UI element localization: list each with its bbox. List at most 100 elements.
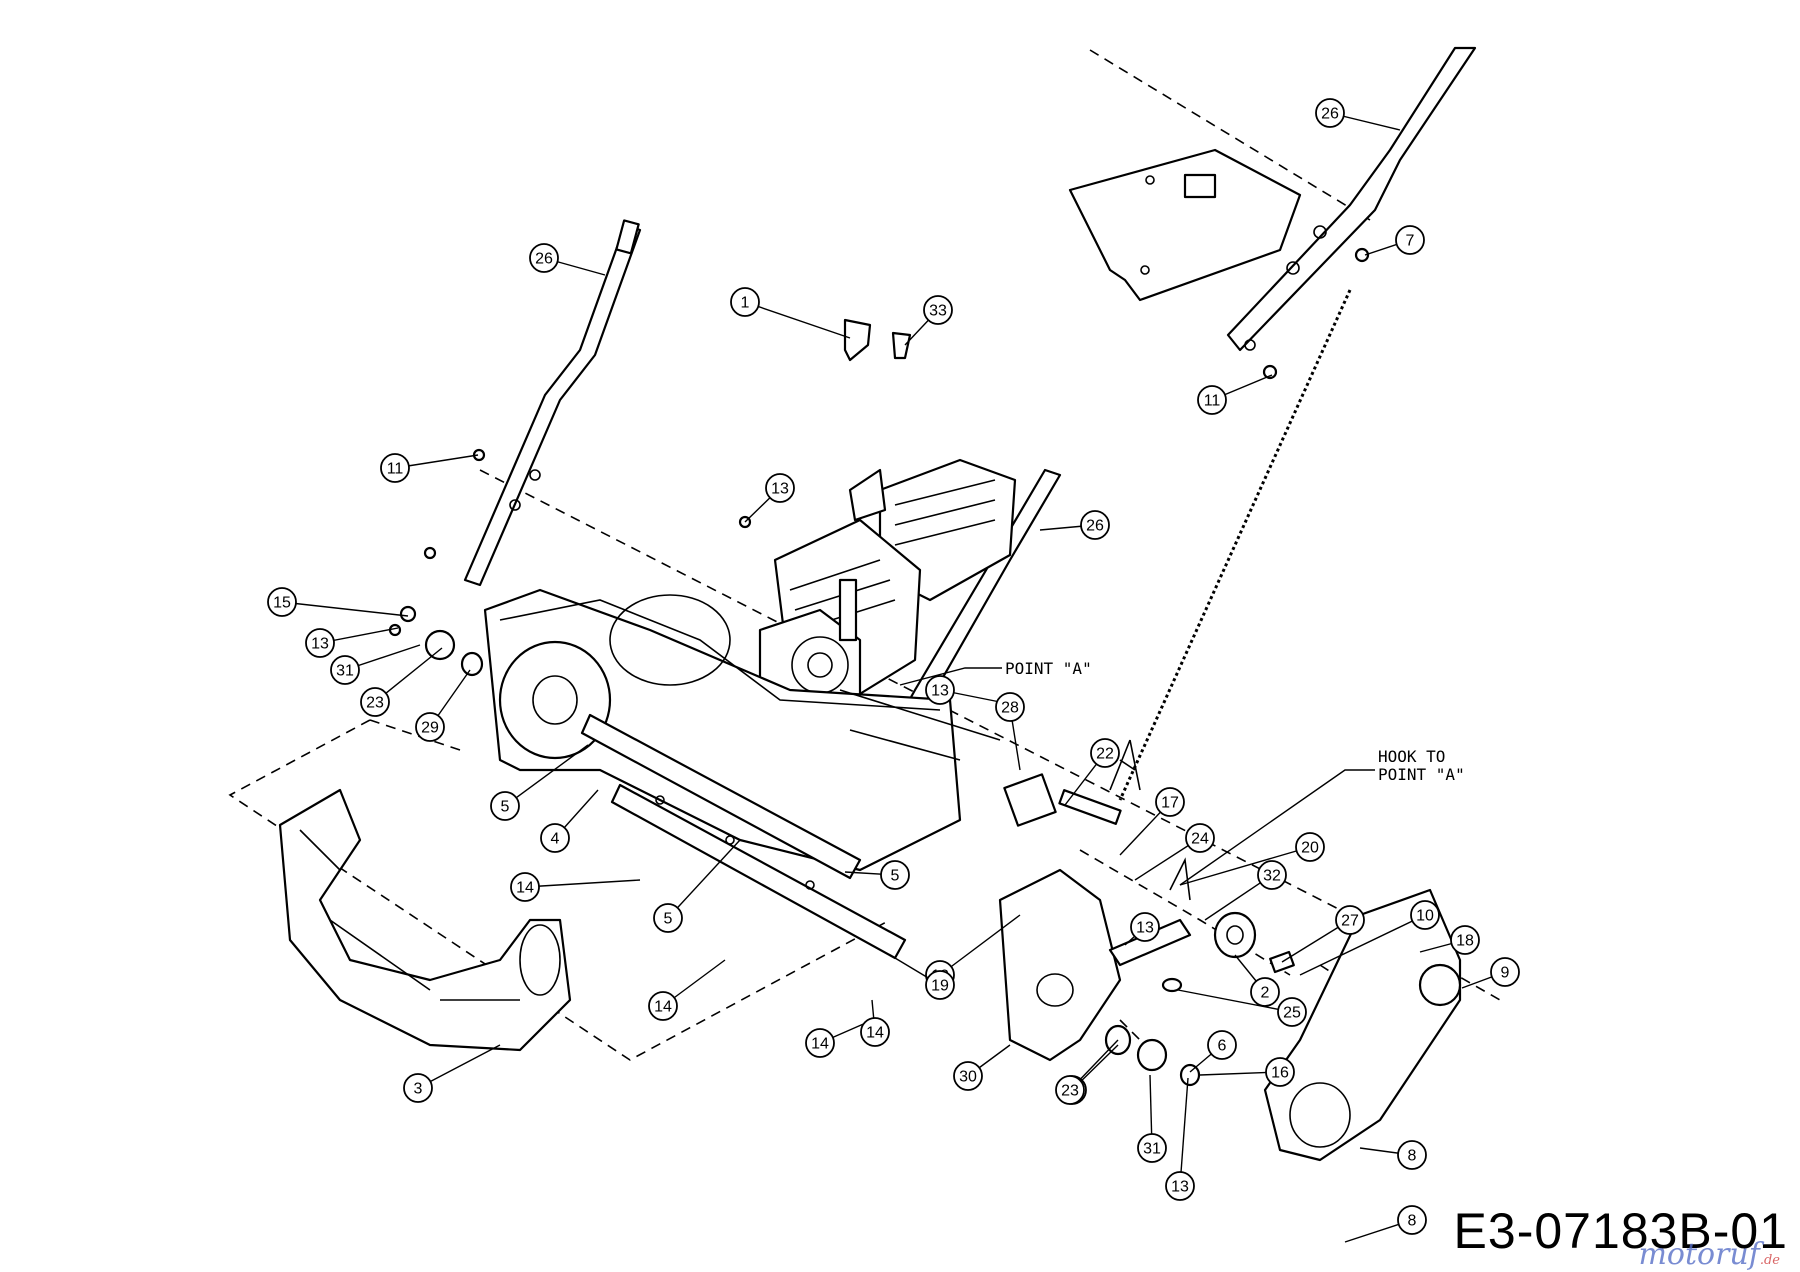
- notes: POINT "A" HOOK TO POINT "A": [899, 659, 1465, 886]
- callout-13: 13: [1124, 912, 1160, 946]
- callout-circle: [510, 872, 540, 902]
- callout-circle: [995, 692, 1025, 722]
- callout-15: 15: [267, 587, 409, 617]
- callout-number: 5: [891, 868, 900, 885]
- callout-circle: [648, 991, 678, 1021]
- watermark-logo: motoruf.de: [1638, 1237, 1780, 1272]
- callout-number: 20: [1301, 840, 1319, 857]
- callout-11: 11: [380, 453, 479, 483]
- callout-20: 20: [1179, 832, 1325, 886]
- hook-note-line1: HOOK TO: [1378, 747, 1445, 766]
- callout-number: 23: [366, 695, 384, 712]
- callout-number: 5: [664, 911, 673, 928]
- callout-circle: [765, 473, 795, 503]
- callout-16: 16: [1199, 1057, 1295, 1087]
- callout-32: 32: [1204, 860, 1287, 921]
- belt-guard: [998, 868, 1122, 1062]
- callout-leader: [1299, 914, 1426, 976]
- callout-circle: [1090, 738, 1120, 768]
- auger-housing: [483, 588, 1001, 872]
- callout-number: 11: [387, 461, 404, 478]
- callout-number: 16: [1271, 1065, 1289, 1082]
- callout-circle: [805, 1028, 835, 1058]
- callout-circle: [1250, 977, 1280, 1007]
- callout-circle: [925, 970, 955, 1000]
- callout-number: 8: [1408, 1148, 1417, 1165]
- callout-33: 33: [904, 295, 953, 346]
- callout-number: 26: [535, 251, 553, 268]
- callout-group: 1234555678891011111213131313131314141414…: [267, 98, 1520, 1243]
- callout-6: 6: [1189, 1030, 1237, 1073]
- control-panel: [1068, 148, 1302, 302]
- upper-handle-right: [1226, 46, 1477, 352]
- callout-number: 7: [1406, 233, 1415, 250]
- callout-number: 6: [1218, 1038, 1227, 1055]
- callout-circle: [490, 791, 520, 821]
- upper-handle-left: [463, 219, 642, 587]
- callout-circle: [540, 823, 570, 853]
- callout-1: 1: [730, 287, 851, 339]
- callout-leader: [417, 1044, 501, 1089]
- callout-9: 9: [1461, 957, 1520, 989]
- callout-number: 30: [959, 1069, 977, 1086]
- callout-5: 5: [844, 860, 910, 890]
- callout-number: 23: [1061, 1083, 1079, 1100]
- callout-circle: [1265, 1057, 1295, 1087]
- callout-number: 13: [771, 481, 789, 498]
- callout-number: 17: [1161, 795, 1179, 812]
- callout-14: 14: [648, 959, 726, 1021]
- callout-number: 13: [311, 636, 329, 653]
- callout-2: 2: [1234, 954, 1280, 1007]
- callout-10: 10: [1299, 900, 1440, 976]
- callout-28: 28: [995, 692, 1025, 771]
- callout-circle: [1165, 1171, 1195, 1201]
- callout-circle: [860, 1017, 890, 1047]
- callout-3: 3: [403, 1044, 501, 1103]
- callout-number: 15: [273, 595, 291, 612]
- callout-circle: [1130, 912, 1160, 942]
- callout-number: 31: [336, 663, 354, 680]
- callout-number: 14: [866, 1025, 884, 1042]
- callout-circle: [923, 295, 953, 325]
- callout-number: 19: [931, 978, 949, 995]
- watermark-tld: .de: [1759, 1253, 1780, 1268]
- callout-number: 26: [1321, 106, 1339, 123]
- callout-number: 33: [929, 303, 947, 320]
- callout-leader: [939, 914, 1021, 976]
- callout-23: 23: [1055, 1039, 1119, 1105]
- callout-circle: [730, 287, 760, 317]
- callout-8: 8: [1344, 1205, 1427, 1243]
- callout-circle: [1397, 1205, 1427, 1235]
- callout-leader: [667, 839, 741, 919]
- callout-26: 26: [1315, 98, 1401, 131]
- callout-number: 14: [654, 999, 672, 1016]
- callout-circle: [403, 1073, 433, 1103]
- callout-circle: [953, 1061, 983, 1091]
- callout-circle: [1277, 997, 1307, 1027]
- callout-13: 13: [744, 473, 795, 523]
- callout-circle: [529, 243, 559, 273]
- callout-circle: [1450, 925, 1480, 955]
- callout-7: 7: [1364, 225, 1425, 256]
- callout-number: 11: [1204, 393, 1221, 410]
- callout-circle: [1257, 860, 1287, 890]
- callout-leader: [504, 744, 589, 807]
- callout-number: 13: [1136, 920, 1154, 937]
- callout-number: 32: [1263, 868, 1281, 885]
- callout-circle: [1395, 225, 1425, 255]
- callout-circle: [1155, 787, 1185, 817]
- callout-number: 24: [1191, 831, 1209, 848]
- callout-number: 29: [421, 720, 439, 737]
- callout-number: 28: [1001, 700, 1019, 717]
- callout-leader: [744, 301, 851, 339]
- callout-number: 26: [1086, 518, 1104, 535]
- callout-30: 30: [953, 1044, 1011, 1091]
- callout-number: 22: [1096, 746, 1114, 763]
- skid-shoe-left: [278, 788, 572, 1052]
- callout-number: 13: [931, 683, 949, 700]
- callout-number: 5: [501, 799, 510, 816]
- callout-circle: [415, 712, 445, 742]
- callout-14: 14: [805, 1021, 869, 1058]
- callout-number: 13: [1171, 1179, 1189, 1196]
- small-parts: [388, 247, 1370, 1087]
